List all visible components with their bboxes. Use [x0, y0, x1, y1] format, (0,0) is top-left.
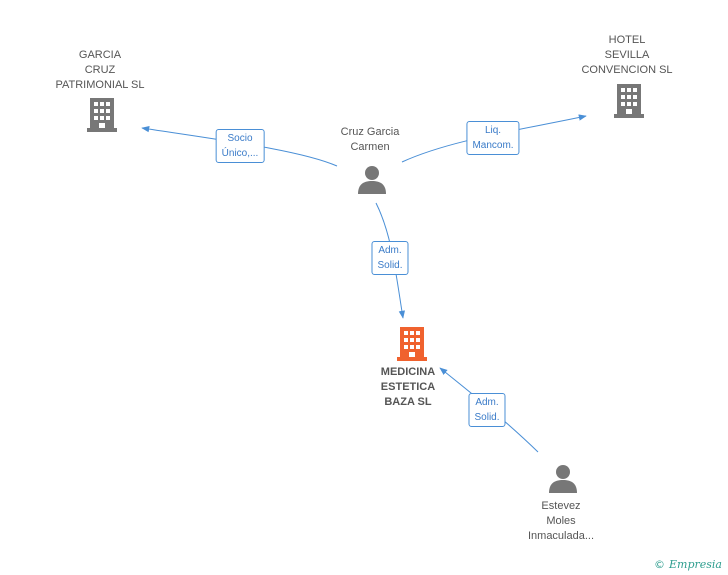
edge-label-line: Socio — [227, 133, 253, 144]
edge-label-line: Solid. — [377, 260, 403, 271]
label-line: SEVILLA — [604, 49, 650, 61]
label-line: Estevez — [541, 500, 581, 512]
label-line: ESTETICA — [380, 381, 436, 393]
edge-label-socio[interactable]: Socio Único,... — [215, 129, 265, 163]
node-garcia-cruz-label[interactable]: GARCIA CRUZ PATRIMONIAL SL — [55, 48, 144, 93]
node-medicina-label[interactable]: MEDICINA ESTETICA BAZA SL — [381, 365, 435, 410]
label-line: GARCIA — [78, 49, 122, 61]
node-estevez-label[interactable]: Estevez Moles Inmaculada... — [528, 499, 594, 544]
person-icon — [358, 166, 386, 194]
main-building-icon — [397, 327, 427, 361]
person-icon — [549, 465, 577, 493]
label-line: BAZA SL — [384, 396, 432, 408]
edge-label-line: Mancom. — [472, 140, 514, 151]
label-line: CRUZ — [84, 64, 116, 76]
label-line: Carmen — [350, 141, 390, 153]
edge-label-line: Solid. — [474, 412, 500, 423]
copyright-icon: © — [654, 558, 665, 571]
label-line: Inmaculada... — [527, 530, 595, 542]
edge-label-line: Adm. — [475, 397, 499, 408]
edge-label-line: Adm. — [378, 245, 402, 256]
edge-label-adm-1[interactable]: Adm. Solid. — [371, 241, 409, 275]
brand-name: Empresia — [669, 558, 722, 571]
edge-label-line: Único,... — [221, 148, 259, 159]
edge-label-line: Liq. — [484, 125, 502, 136]
building-icon — [87, 98, 117, 132]
edge-label-liq[interactable]: Liq. Mancom. — [466, 121, 520, 155]
label-line: Moles — [546, 515, 576, 527]
building-icon — [614, 84, 644, 118]
label-line: HOTEL — [608, 34, 646, 46]
edge-label-adm-2[interactable]: Adm. Solid. — [468, 393, 506, 427]
label-line: CONVENCION SL — [581, 64, 673, 76]
label-line: PATRIMONIAL SL — [55, 79, 145, 91]
node-hotel-sevilla-label[interactable]: HOTEL SEVILLA CONVENCION SL — [581, 33, 672, 78]
node-cruz-garcia-label[interactable]: Cruz Garcia Carmen — [341, 125, 400, 155]
brand-logo: © Empresia — [654, 558, 722, 571]
label-line: Cruz Garcia — [340, 126, 400, 138]
label-line: MEDICINA — [380, 366, 436, 378]
